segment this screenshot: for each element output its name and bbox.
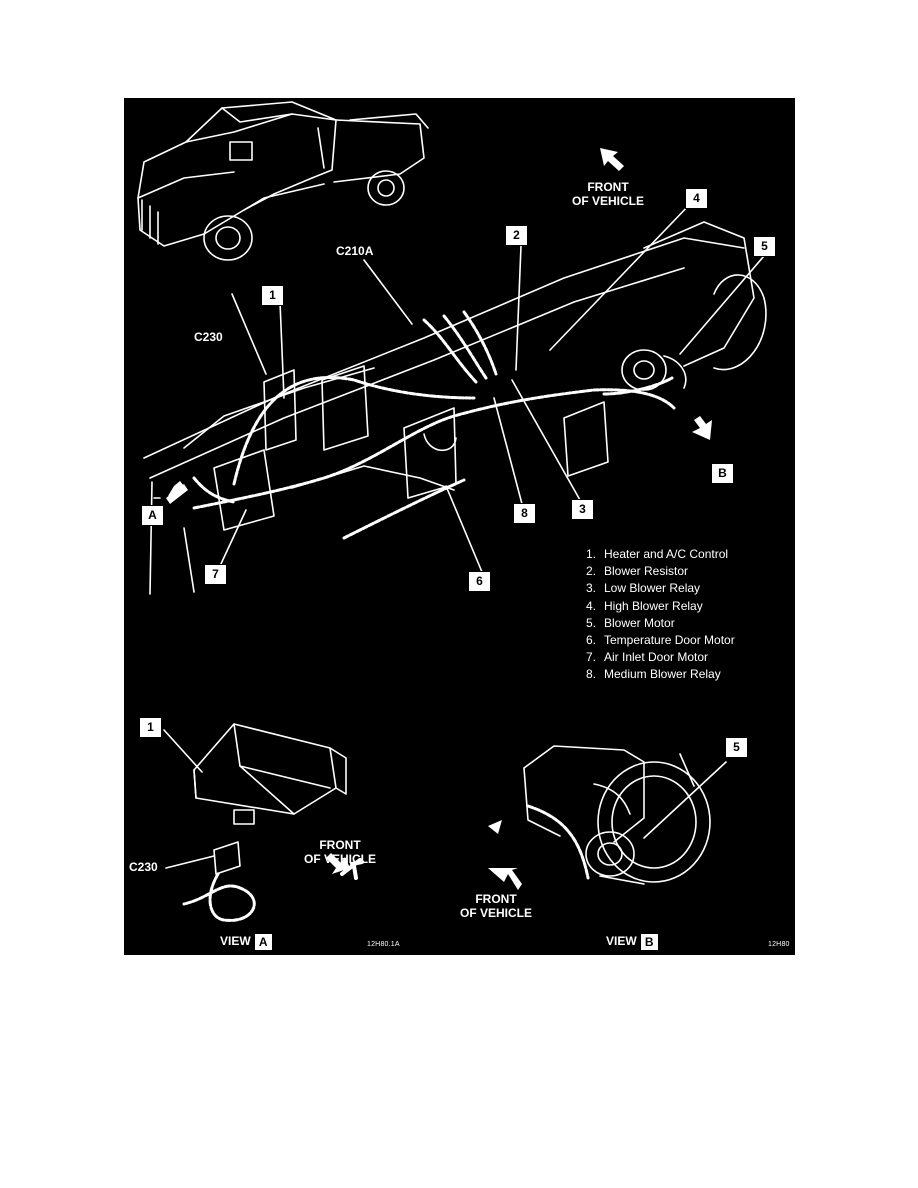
front-label-line2: OF VEHICLE [303,852,376,866]
view-a-control-module [163,723,347,922]
front-label-line1: FRONT [475,892,517,906]
legend-item-text: Low Blower Relay [604,581,701,596]
callout-2: 2 [505,225,528,246]
legend-item-number: 4. [585,598,596,613]
diagram-artwork [137,101,767,922]
legend-item-number: 2. [585,564,596,579]
legend-item: 1. Heater and A/C Control [576,546,735,563]
diagram-panel: C210A C230 C230 FRONT OF VEHICLE FRONT O… [124,98,795,955]
callout-1: 1 [261,285,284,306]
legend-item: 8. Medium Blower Relay [576,666,735,683]
legend-item-number: 7. [585,650,596,665]
view-word: VIEW [220,934,251,949]
hvac-module-outline [143,221,767,595]
pickup-truck-illustration [137,101,429,261]
callout-5: 5 [753,236,776,257]
callout-4: 4 [685,188,708,209]
front-of-vehicle-label: FRONT OF VEHICLE [560,180,656,208]
connector-label-c230: C230 [194,330,223,344]
legend-item-number: 8. [585,667,596,682]
figure-code-b: 12H80 [768,941,790,948]
view-b-blower-motor [523,745,727,885]
legend-item-number: 6. [585,633,596,648]
legend-item-text: High Blower Relay [604,598,703,613]
front-label-line1: FRONT [319,838,361,852]
front-label-line1: FRONT [587,180,629,194]
connector-label-c230-view-a: C230 [129,860,158,874]
callout-view-b-5: 5 [725,737,748,758]
front-label-line2: OF VEHICLE [571,194,644,208]
legend-item-text: Heater and A/C Control [604,547,729,561]
legend-item-text: Blower Motor [604,615,675,630]
callout-7: 7 [204,564,227,585]
legend-item-text: Blower Resistor [604,564,689,579]
legend-item-text: Medium Blower Relay [604,667,721,682]
callout-view-a: A [141,505,164,526]
callout-view-a-1: 1 [139,717,162,738]
legend-item-text: Air Inlet Door Motor [604,650,709,665]
legend-item-number: 1. [585,547,596,561]
legend-item: 5. Blower Motor [576,615,735,632]
view-word: VIEW [606,934,637,949]
legend-item: 3. Low Blower Relay [576,580,735,597]
legend-item-text: Temperature Door Motor [604,633,735,648]
blower-motor-main [621,349,687,391]
direction-arrows [166,148,712,874]
front-of-vehicle-label-view-a: FRONT OF VEHICLE [292,838,388,866]
callout-6: 6 [468,571,491,592]
connector-label-c210a: C210A [336,244,374,258]
callout-8: 8 [513,503,536,524]
view-letter-box: B [639,933,659,951]
component-legend: 1. Heater and A/C Control 2. Blower Resisto… [576,546,735,684]
view-letter-box: A [253,933,273,951]
callout-3: 3 [571,499,594,520]
figure-code-a: 12H80.1A [367,941,400,948]
legend-item: 4. High Blower Relay [576,598,735,615]
leader-lines [153,201,765,573]
legend-item: 2. Blower Resistor [576,563,735,580]
front-of-vehicle-label-view-b: FRONT OF VEHICLE [448,892,544,920]
legend-item: 6. Temperature Door Motor [576,632,735,649]
legend-item: 7. Air Inlet Door Motor [576,649,735,666]
legend-item-number: 5. [585,615,596,630]
callout-view-b: B [711,463,734,484]
front-label-line2: OF VEHICLE [459,906,532,920]
legend-item-number: 3. [585,581,596,596]
